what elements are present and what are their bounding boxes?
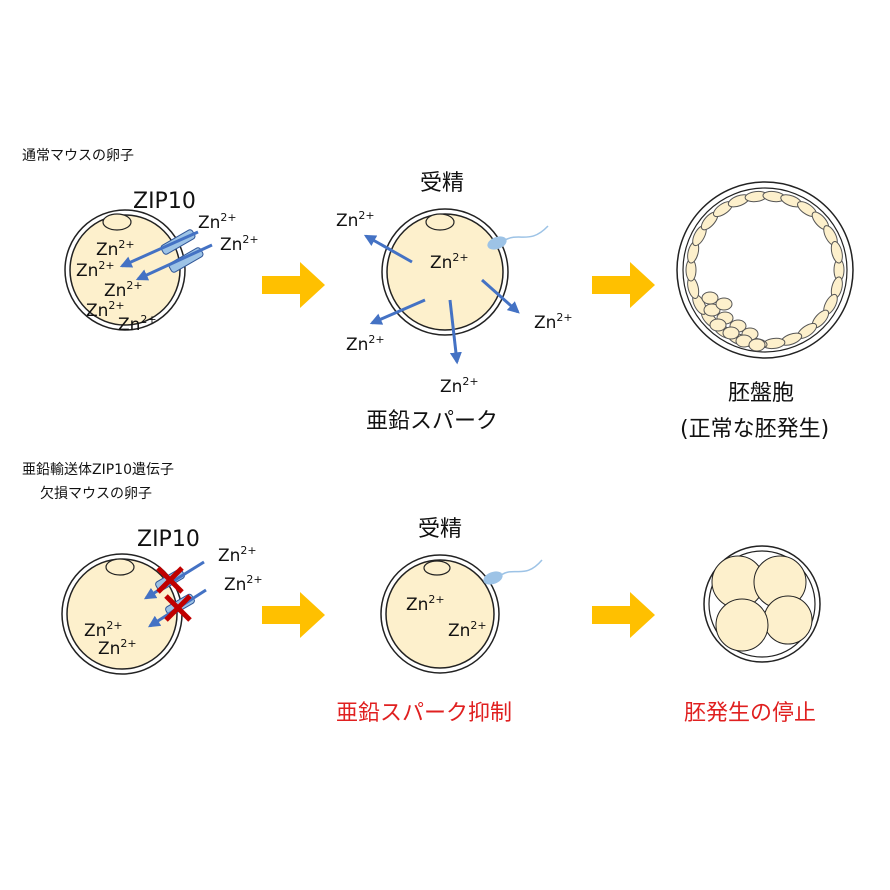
normal-egg — [64, 209, 186, 331]
zinc-influx-arrow — [119, 230, 199, 268]
sperm-icon — [487, 225, 549, 250]
right-arrow-icon — [592, 262, 655, 308]
knockout-egg — [61, 553, 183, 675]
zinc-ion-label: Zn2+ — [84, 619, 123, 641]
zinc-ion-label: Zn2+ — [534, 311, 573, 333]
zinc-ion-label: Zn2+ — [336, 209, 375, 231]
sperm-icon — [483, 559, 543, 585]
zinc-spark-suppressed-label: 亜鉛スパーク抑制 — [336, 701, 512, 726]
zinc-ion-label: Zn2+ — [440, 375, 479, 397]
right-arrow-icon — [262, 262, 325, 308]
knockout-fertilized-egg — [380, 554, 500, 674]
zinc-ion-label: Zn2+ — [218, 544, 257, 566]
right-arrow-icon — [592, 592, 655, 638]
inner-cell-mass-cell — [701, 291, 719, 305]
inner-cell-mass-cell — [748, 338, 766, 352]
right-arrow-icon — [262, 592, 325, 638]
zinc-ion-label: Zn2+ — [118, 313, 157, 335]
zinc-ion-label: Zn2+ — [86, 299, 125, 321]
zinc-ion-label: Zn2+ — [76, 259, 115, 281]
knockout-caption-line2: 欠損マウスの卵子 — [40, 486, 152, 502]
zinc-ion-label: Zn2+ — [430, 251, 469, 273]
inner-cell-mass-cell — [709, 318, 727, 332]
knockout-caption-line1: 亜鉛輸送体ZIP10遺伝子 — [22, 462, 174, 478]
zinc-ion-label: Zn2+ — [224, 573, 263, 595]
zip10-label-bottom: ZIP10 — [137, 527, 200, 552]
zinc-ion-label: Zn2+ — [406, 593, 445, 615]
zip10-label-top: ZIP10 — [133, 189, 196, 214]
inner-cell-mass-cell — [722, 326, 740, 340]
inhibit-x-icon — [156, 566, 184, 594]
zinc-ion-label: Zn2+ — [98, 637, 137, 659]
trophectoderm-cell — [830, 241, 843, 264]
normal-egg-caption: 通常マウスの卵子 — [22, 148, 134, 164]
zinc-ion-label: Zn2+ — [96, 238, 135, 260]
development-arrest-label: 胚発生の停止 — [684, 701, 816, 726]
zinc-spark-arrows — [363, 234, 520, 365]
inhibit-x-icon — [164, 594, 192, 622]
blastocyst-label: 胚盤胞 — [728, 381, 794, 406]
fertilization-label-top: 受精 — [420, 171, 464, 196]
arrested-embryo — [703, 545, 821, 663]
zinc-ion-label: Zn2+ — [346, 333, 385, 355]
zinc-ion-label: Zn2+ — [104, 279, 143, 301]
blastocyst — [676, 181, 854, 359]
zinc-ion-label: Zn2+ — [220, 233, 259, 255]
zinc-influx-arrow — [135, 243, 213, 281]
fertilization-label-bottom: 受精 — [418, 517, 462, 542]
zinc-ion-label: Zn2+ — [448, 619, 487, 641]
normal-development-label: (正常な胚発生) — [680, 417, 829, 442]
zip10-channels — [119, 229, 213, 281]
zinc-spark-label: 亜鉛スパーク — [366, 409, 498, 434]
polar-body — [102, 213, 132, 231]
blocked-zip10-channels — [143, 560, 207, 628]
zinc-ion-label: Zn2+ — [198, 211, 237, 233]
inner-cell-mass-cell — [715, 297, 733, 311]
